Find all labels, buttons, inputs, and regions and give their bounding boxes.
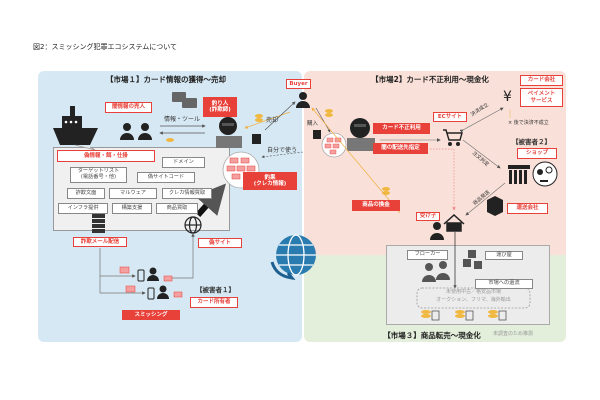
receiver-label: 受け子 (416, 212, 440, 221)
note-label: 未調査のため推測 (493, 331, 534, 337)
cart-icon (443, 129, 463, 146)
tool-item: インフラ提供 (58, 203, 108, 214)
cash-out-label: 商品の換金 (352, 200, 400, 211)
buyer-icon (296, 92, 310, 108)
card-icon (163, 275, 183, 298)
self-use-label: 自分で使う (267, 147, 298, 154)
bait-label: 偽情報・餌・仕掛 (57, 150, 155, 162)
boxes-icon (463, 250, 482, 269)
hacker-icon (216, 117, 242, 148)
fraud-use-label: カード不正利用 (373, 123, 430, 134)
tool-item: ドメイン (162, 157, 205, 168)
phone-icon (137, 269, 155, 300)
market1-heading: 【市場１】カード情報の獲得～売却 (106, 75, 226, 84)
ship-icon (53, 106, 98, 145)
shop-label: ショップ (517, 148, 557, 159)
smishing-label: スミッシング (122, 310, 180, 320)
info-tools-label: 情報・ツール (164, 116, 201, 123)
coins-icon (166, 109, 390, 195)
tool-item: クレカ情報買取 (162, 188, 212, 199)
tool-item: 偽サイトコード (137, 172, 195, 183)
disk-icon (313, 130, 321, 139)
tool-item: 商品買取 (156, 203, 198, 214)
courier-label: 運び屋 (485, 251, 523, 260)
chat-icon (172, 92, 197, 108)
purchase-label: 購入 (307, 121, 319, 127)
catch-label: 釣果 (クレカ情報) (243, 172, 297, 190)
payment-service-label: ペイメント サービス (520, 88, 563, 107)
dark-delivery-label: 闇の配送先指定 (373, 143, 428, 154)
house-icon (443, 213, 465, 232)
shop-icon (508, 165, 530, 184)
markets-label: 未使用中古／格安品市場 オークション、フリマ、海外輸出 (436, 289, 511, 303)
stolen-cards-icon (321, 132, 347, 158)
fisher-label: 釣り人 (詐欺師) (203, 97, 237, 117)
victim2-label: 【被害者２】 (512, 138, 551, 146)
mail-icon (119, 266, 136, 293)
goods-icon (532, 161, 558, 187)
broker-icon (422, 261, 450, 282)
big-arrow (194, 183, 226, 217)
markets-dashed-box (416, 287, 531, 309)
return-to-market-label: 市場への還流 (475, 279, 533, 289)
tool-item: 構築支援 (112, 203, 152, 214)
world-globe-icon (270, 234, 316, 280)
card-company-label: カード会社 (520, 75, 563, 86)
buyer-label: Buyer (286, 79, 311, 89)
figure-title: 図2：スミッシング犯罪エコシステムについて (33, 43, 178, 51)
carrier-label: 運送会社 (507, 203, 548, 214)
phishing-mail-label: 詐欺メール配信 (73, 237, 127, 247)
people-icon (120, 123, 152, 140)
disk-icon (252, 134, 261, 144)
market3-heading: 【市場３】商品転売～現金化 (383, 331, 481, 340)
sell-label: 売却 (266, 117, 279, 124)
box-icon (487, 196, 503, 216)
ec-site-label: ECサイト (433, 112, 467, 122)
victim-icon (147, 267, 169, 299)
victim1-label: 【被害者１】 (196, 286, 235, 294)
globe-icon (184, 216, 202, 234)
card-owner-label: カード所有者 (190, 297, 238, 308)
yen-icon: ¥ (503, 89, 512, 105)
coins-bags-icon (421, 310, 507, 321)
later-fail-label: × 後で決済不成立 (508, 120, 549, 126)
dark-dealer-label: 闇情報の売人 (105, 102, 152, 113)
server-icon (92, 214, 105, 233)
hacker-icon (347, 118, 375, 151)
fake-site-label: 偽サイト (198, 238, 242, 248)
broker-label: ブローカー (407, 250, 448, 260)
tool-item: 詐欺文面 (67, 188, 105, 199)
receiver-icon (430, 222, 444, 240)
tool-item: ターゲットリスト (電話番号・他) (70, 167, 127, 183)
market2-heading: 【市場2】カード不正利用～現金化 (371, 75, 489, 84)
tool-item: マルウェア (109, 188, 157, 199)
